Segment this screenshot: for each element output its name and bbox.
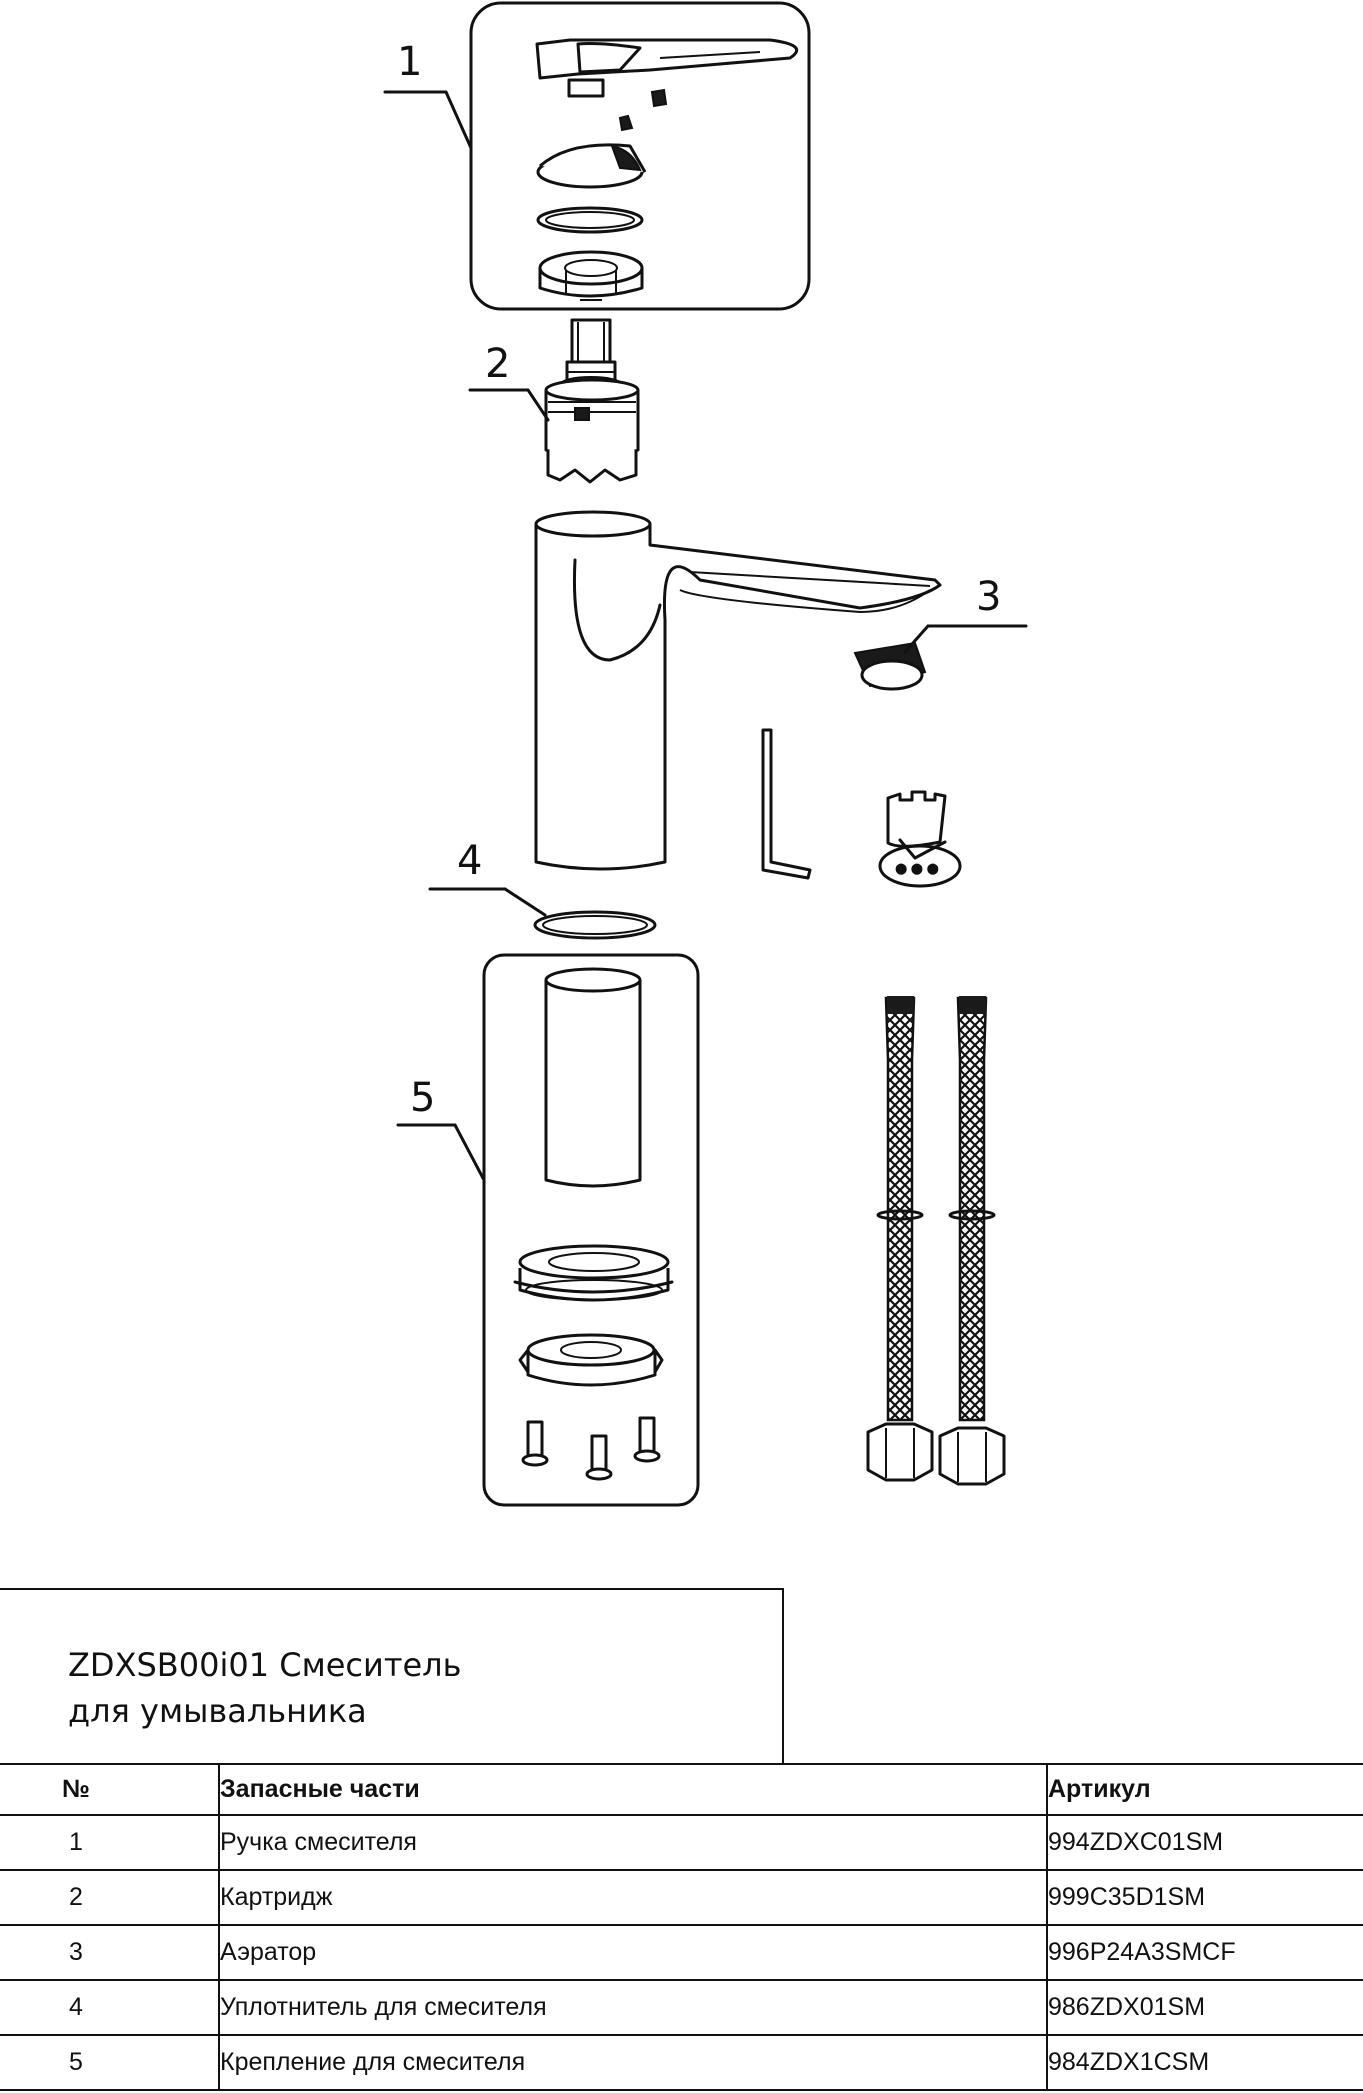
row-part-name: Аэратор xyxy=(218,1924,1048,1981)
mounting-kit-group: 5 xyxy=(396,953,700,1507)
row-part-name: Крепление для смесителя xyxy=(218,2034,1048,2091)
row-article: 994ZDXC01SM xyxy=(1046,1814,1363,1871)
product-title-box: ZDXSB00i01 Смеситель для умывальника xyxy=(0,1588,784,1763)
table-header-row: № Запасные части Артикул xyxy=(0,1763,1363,1816)
table-row: 2 Картридж 999C35D1SM xyxy=(0,1869,1363,1926)
product-title: ZDXSB00i01 Смеситель для умывальника xyxy=(68,1642,461,1734)
callout-4: 4 xyxy=(457,838,482,884)
row-number: 4 xyxy=(0,1979,220,2036)
callout-2: 2 xyxy=(485,341,510,387)
row-number: 1 xyxy=(0,1814,220,1871)
callout-3: 3 xyxy=(976,574,1001,620)
row-part-name: Ручка смесителя xyxy=(218,1814,1048,1871)
row-article: 996P24A3SMCF xyxy=(1046,1924,1363,1981)
row-part-name: Картридж xyxy=(218,1869,1048,1926)
table-row: 1 Ручка смесителя 994ZDXC01SM xyxy=(0,1814,1363,1871)
aerator-key-tool: ⬤ ⬤ ⬤ xyxy=(878,790,962,888)
seal-ring-group: 4 xyxy=(428,838,657,940)
product-title-line-2: для умывальника xyxy=(68,1692,367,1730)
header-part-name: Запасные части xyxy=(218,1763,1048,1816)
svg-text:⬤ ⬤ ⬤: ⬤ ⬤ ⬤ xyxy=(895,862,939,875)
row-article: 984ZDX1CSM xyxy=(1046,2034,1363,2091)
cartridge-group: 2 xyxy=(468,318,640,484)
row-number: 5 xyxy=(0,2034,220,2091)
row-article: 986ZDX01SM xyxy=(1046,1979,1363,2036)
exploded-parts-diagram: 1 2 3 ⬤ ⬤ ⬤ xyxy=(383,1,1028,1507)
callout-1: 1 xyxy=(397,39,422,85)
row-number: 3 xyxy=(0,1924,220,1981)
product-title-line-1: ZDXSB00i01 Смеситель xyxy=(68,1646,462,1684)
header-number: № xyxy=(0,1763,220,1816)
callout-5: 5 xyxy=(410,1075,435,1121)
header-article: Артикул xyxy=(1046,1763,1363,1816)
row-number: 2 xyxy=(0,1869,220,1926)
row-part-name: Уплотнитель для смесителя xyxy=(218,1979,1048,2036)
flexible-hoses xyxy=(866,996,1006,1486)
faucet-body xyxy=(534,510,942,871)
table-row: 3 Аэратор 996P24A3SMCF xyxy=(0,1924,1363,1981)
hex-key xyxy=(761,728,812,880)
handle-assembly-group: 1 xyxy=(383,1,811,311)
table-row: 5 Крепление для смесителя 984ZDX1CSM xyxy=(0,2034,1363,2091)
table-row: 4 Уплотнитель для смесителя 986ZDX01SM xyxy=(0,1979,1363,2036)
spare-parts-table: № Запасные части Артикул 1 Ручка смесите… xyxy=(0,1763,1363,2091)
aerator-group: 3 xyxy=(853,574,1028,691)
row-article: 999C35D1SM xyxy=(1046,1869,1363,1926)
